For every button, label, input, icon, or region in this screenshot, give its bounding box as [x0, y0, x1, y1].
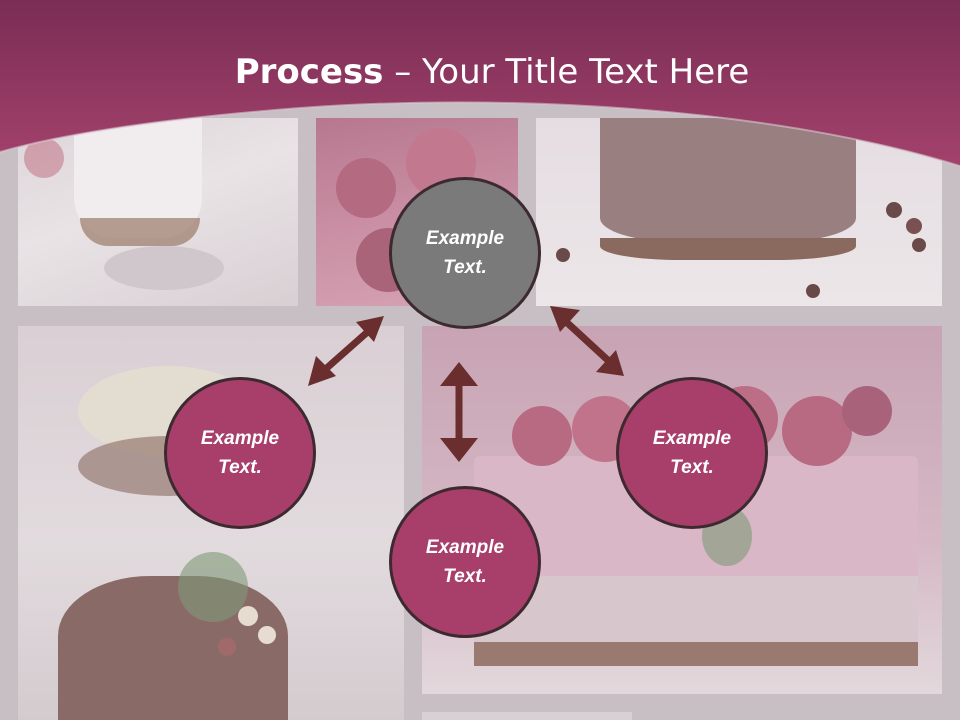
- title-rest: – Your Title Text Here: [383, 52, 750, 92]
- node-left-label: Example Text.: [200, 428, 280, 478]
- arrow-center-right-icon: [550, 306, 624, 376]
- process-node-center[interactable]: Example Text.: [389, 177, 541, 329]
- process-node-bottom[interactable]: Example Text.: [389, 486, 541, 638]
- node-right-label: Example Text.: [652, 428, 732, 478]
- process-node-left[interactable]: Example Text.: [164, 377, 316, 529]
- node-center-label: Example Text.: [425, 228, 505, 278]
- slide-title: Process – Your Title Text Here: [0, 52, 960, 92]
- dessert-photo-3: [536, 118, 942, 306]
- title-bold: Process: [234, 52, 384, 92]
- arrow-center-left-icon: [308, 316, 384, 386]
- dessert-photo-1: [18, 118, 298, 306]
- arrow-vertical-icon: [440, 362, 478, 462]
- header-band: [0, 0, 960, 167]
- dessert-photo-6: [422, 712, 632, 720]
- node-bottom-label: Example Text.: [425, 537, 505, 587]
- process-node-right[interactable]: Example Text.: [616, 377, 768, 529]
